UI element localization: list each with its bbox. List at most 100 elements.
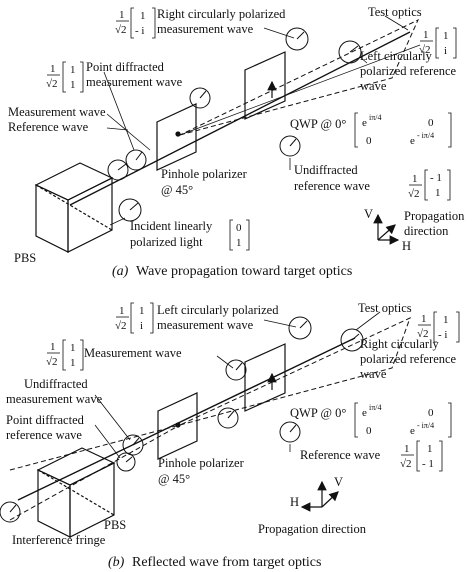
- ref-jones-vector-b: 1 √2 1 - 1: [400, 440, 443, 472]
- caption-b-tag: (b): [108, 555, 125, 570]
- svg-text:1: 1: [139, 305, 145, 317]
- incident-label-1: Incident linearly: [130, 219, 213, 233]
- pinhole-label-b-2: @ 45°: [158, 472, 190, 486]
- svg-text:√2: √2: [115, 320, 127, 332]
- svg-text:1: 1: [140, 10, 146, 22]
- qwp-plate: [244, 51, 286, 120]
- pinhole-polarizer-b: [157, 392, 198, 460]
- meas-jones-vector-b: 1 √2 1 1: [46, 339, 84, 371]
- undiff-jones-vector: 1 √2 - 1 1: [408, 169, 451, 201]
- svg-text:1: 1: [443, 30, 449, 42]
- undiffracted-label-2: reference wave: [294, 179, 370, 193]
- reference-wave-label-b: Reference wave: [300, 448, 381, 462]
- svg-text:0: 0: [366, 135, 372, 147]
- lcp-label-2: polarized reference: [360, 64, 457, 78]
- svg-text:1: 1: [70, 79, 76, 91]
- propagation-label-b: Propagation direction: [258, 522, 367, 536]
- pbs-label-b: PBS: [104, 518, 126, 532]
- incident-label-2: polarized light: [130, 235, 203, 249]
- point-diffracted-label-b-2: reference wave: [6, 428, 82, 442]
- polarization-circles: [107, 27, 362, 222]
- svg-text:1: 1: [70, 357, 76, 369]
- svg-text:1: 1: [119, 9, 125, 21]
- rcp-label-b-3: wave: [360, 367, 387, 381]
- caption-a: Wave propagation toward target optics: [136, 264, 352, 279]
- svg-text:0: 0: [366, 425, 372, 437]
- svg-text:iπ/4: iπ/4: [369, 113, 381, 122]
- caption-a-tag: (a): [112, 264, 129, 279]
- main-beam-b: [17, 337, 356, 501]
- svg-text:1: 1: [423, 29, 429, 41]
- svg-text:e: e: [410, 425, 415, 437]
- rcp-label-2: measurement wave: [157, 22, 254, 36]
- svg-text:- iπ/4: - iπ/4: [417, 421, 434, 430]
- lcp-label-b-1: Left circularly polarized: [157, 303, 279, 317]
- svg-text:- 1: - 1: [430, 172, 442, 184]
- undiffracted-label-1: Undiffracted: [294, 163, 358, 177]
- svg-text:1: 1: [412, 173, 418, 185]
- svg-text:- i: - i: [135, 25, 144, 37]
- pbs-label: PBS: [14, 251, 36, 265]
- qwp-matrix-b: e iπ/4 0 0 e - iπ/4: [354, 402, 452, 438]
- svg-text:1: 1: [404, 443, 410, 455]
- svg-text:1: 1: [421, 313, 427, 325]
- svg-text:√2: √2: [46, 78, 58, 90]
- axis-b: [300, 480, 339, 512]
- svg-text:e: e: [362, 117, 367, 129]
- svg-text:√2: √2: [417, 328, 429, 340]
- svg-text:1: 1: [70, 64, 76, 76]
- svg-text:- i: - i: [438, 329, 447, 341]
- svg-text:√2: √2: [46, 356, 58, 368]
- rcp-jones-vector: 1 √2 1 - i: [115, 7, 156, 39]
- axis-v-label: V: [364, 207, 373, 221]
- lcp-label-3: wave: [360, 79, 387, 93]
- test-jones-vector: 1 √2 1 i: [419, 27, 457, 59]
- rcp-label-1: Right circularly polarized: [157, 7, 286, 21]
- svg-text:0: 0: [428, 117, 434, 129]
- svg-text:1: 1: [427, 443, 433, 455]
- point-diffracted-label-1: Point diffracted: [86, 60, 165, 74]
- svg-text:1: 1: [236, 237, 242, 249]
- axis-a: [373, 213, 400, 245]
- svg-text:- iπ/4: - iπ/4: [417, 131, 434, 140]
- interference-label: Interference fringe: [12, 533, 106, 547]
- qwp-matrix-a: e iπ/4 0 0 e - iπ/4: [354, 112, 452, 148]
- svg-text:1: 1: [50, 341, 56, 353]
- propagation-label-2: direction: [404, 224, 449, 238]
- pinhole-label-1: Pinhole polarizer: [161, 167, 248, 181]
- test-optics-label: Test optics: [368, 5, 422, 19]
- test-jones-vector-b: 1 √2 1 - i: [417, 311, 460, 343]
- svg-text:0: 0: [236, 222, 242, 234]
- point-diffracted-label-2: measurement wave: [86, 75, 183, 89]
- pbs-cube-b: [36, 447, 116, 538]
- svg-text:√2: √2: [115, 24, 127, 36]
- svg-text:1: 1: [435, 187, 441, 199]
- lcp-label-1: Left circularly: [360, 49, 433, 63]
- qwp-label-b: QWP @ 0°: [290, 406, 346, 420]
- rcp-label-b-1: Right circularly: [360, 337, 440, 351]
- point-jones-vector: 1 √2 1 1: [46, 61, 84, 93]
- svg-text:1: 1: [119, 305, 125, 317]
- diffracted-cone: [179, 18, 420, 136]
- svg-text:e: e: [410, 135, 415, 147]
- pinhole-polarizer: [156, 103, 197, 171]
- pinhole-label-2: @ 45°: [161, 183, 193, 197]
- svg-text:0: 0: [428, 407, 434, 419]
- svg-text:i: i: [444, 45, 447, 57]
- svg-text:√2: √2: [408, 188, 420, 200]
- svg-text:√2: √2: [419, 44, 431, 56]
- incident-jones-vector: 0 1: [229, 219, 250, 251]
- lcp-jones-vector-b: 1 √2 1 i: [115, 302, 154, 334]
- axis-v-label-b: V: [334, 475, 343, 489]
- qwp-plate-b: [244, 343, 286, 412]
- caption-b: Reflected wave from target optics: [132, 555, 321, 570]
- svg-text:1: 1: [50, 63, 56, 75]
- qwp-label: QWP @ 0°: [290, 117, 346, 131]
- lcp-label-b-2: measurement wave: [157, 318, 254, 332]
- cone-edge-b: [9, 424, 181, 471]
- svg-text:1: 1: [443, 314, 449, 326]
- axis-h-label: H: [402, 239, 411, 253]
- rcp-label-b-2: polarized reference: [360, 352, 457, 366]
- measurement-wave-label-b: Measurement wave: [84, 346, 182, 360]
